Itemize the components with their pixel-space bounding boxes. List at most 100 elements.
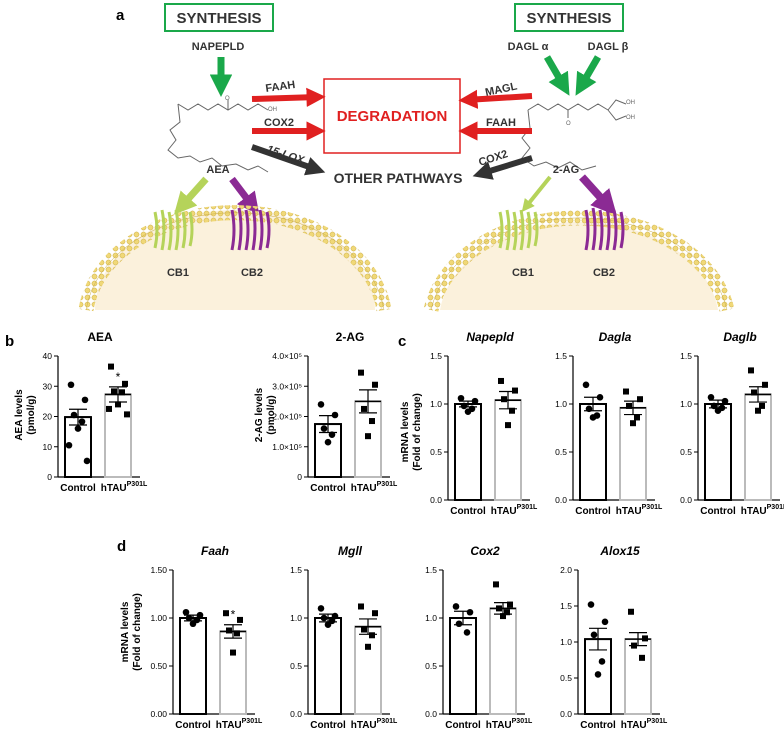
data-point xyxy=(369,418,375,425)
data-point xyxy=(466,608,474,616)
y-tick-label: 1.5 xyxy=(425,565,437,575)
aea-molecule xyxy=(167,100,269,173)
data-point xyxy=(106,405,112,412)
data-point xyxy=(596,393,604,401)
data-point xyxy=(108,363,114,370)
y-tick-label: 0 xyxy=(297,472,302,482)
data-point xyxy=(626,402,632,409)
degradation-label: DEGRADATION xyxy=(337,108,448,125)
data-point xyxy=(320,425,328,432)
significance-star: * xyxy=(231,608,236,622)
data-point xyxy=(182,608,190,616)
data-point xyxy=(226,627,232,634)
15lox-label: 15-LOX xyxy=(265,143,306,167)
y-tick-label: 1.0 xyxy=(555,399,567,409)
y-tick-label: 1.00 xyxy=(150,613,167,623)
data-point xyxy=(324,438,332,446)
data-point xyxy=(751,389,757,396)
data-point xyxy=(755,407,761,414)
data-point xyxy=(365,643,371,650)
dagl-alpha-arrow xyxy=(543,55,570,96)
data-point xyxy=(634,414,640,421)
data-point xyxy=(372,381,378,388)
15lox-arrow xyxy=(251,144,326,176)
data-point xyxy=(83,457,91,465)
data-point xyxy=(124,411,130,418)
synthesis-box-right xyxy=(514,3,624,32)
y-tick-label: 30 xyxy=(43,381,53,391)
y-tick-label: 2.0×10⁵ xyxy=(272,412,302,422)
y-tick-label: 0.0 xyxy=(555,495,567,505)
x-tick-label: hTAUP301L xyxy=(216,718,263,729)
data-point xyxy=(585,405,593,413)
data-point xyxy=(111,388,117,395)
x-tick-label-sup: P301L xyxy=(242,718,263,725)
x-tick-label: Control xyxy=(450,506,486,517)
y-tick-label: 10 xyxy=(43,442,53,452)
y-tick-label: 0.5 xyxy=(425,661,437,671)
y-tick-label: 0.0 xyxy=(680,495,692,505)
synthesis-label-right: SYNTHESIS xyxy=(526,10,611,27)
data-point xyxy=(587,601,595,608)
y-tick-label: 0.00 xyxy=(150,709,167,719)
dagl-beta-arrow xyxy=(575,55,602,96)
chart-2ag: 2-AG01.0×10⁵2.0×10⁵3.0×10⁵4.0×10⁵Control… xyxy=(272,330,398,494)
chart-title: Dagla xyxy=(599,330,632,344)
data-point xyxy=(471,397,479,405)
data-point xyxy=(361,626,367,633)
aea-label: AEA xyxy=(206,164,229,176)
y-tick-label: 0.5 xyxy=(290,661,302,671)
y-tick-label: 1.0 xyxy=(560,637,572,647)
data-point xyxy=(639,654,645,661)
chart-title: Daglb xyxy=(723,330,756,344)
panel-a-label: a xyxy=(116,7,125,24)
y-tick-label: 1.5 xyxy=(560,601,572,611)
bar xyxy=(704,403,732,501)
panel-b-label: b xyxy=(5,333,14,350)
panel-c-label: c xyxy=(398,333,406,350)
synthesis-label-left: SYNTHESIS xyxy=(176,10,261,27)
magl-arrow xyxy=(458,89,533,109)
y-tick-label: 0.0 xyxy=(560,709,572,719)
data-point xyxy=(493,581,499,588)
data-point xyxy=(631,642,637,649)
data-point xyxy=(642,635,648,642)
faah-label-right: FAAH xyxy=(486,117,516,129)
2ag-molecule-oh2: OH xyxy=(626,115,635,121)
y-tick-label: 1.5 xyxy=(290,565,302,575)
x-tick-label-main: hTAU xyxy=(351,483,377,494)
data-point xyxy=(196,611,204,619)
y-tick-label: 20 xyxy=(43,412,53,422)
x-tick-label-sup: P301L xyxy=(647,718,668,725)
cox2-label-left: COX2 xyxy=(264,117,294,129)
data-point xyxy=(369,632,375,639)
data-point xyxy=(721,397,729,405)
other-pathways-label: OTHER PATHWAYS xyxy=(334,170,463,186)
data-point xyxy=(122,380,128,387)
cell-left: CB1 CB2 xyxy=(78,205,392,312)
data-point xyxy=(372,610,378,617)
bar xyxy=(314,617,342,715)
x-tick-label: Control xyxy=(700,506,736,517)
x-tick-label: Control xyxy=(575,506,611,517)
data-point xyxy=(594,671,602,678)
synthesis-box-left xyxy=(164,3,274,32)
data-point xyxy=(623,388,629,395)
chart-title: Napepld xyxy=(466,330,514,344)
data-point xyxy=(365,433,371,440)
data-point xyxy=(452,603,460,610)
y-tick-label: 1.0 xyxy=(290,613,302,623)
faah-arrow-left xyxy=(251,87,326,107)
y-tick-label: 0 xyxy=(47,472,52,482)
data-point xyxy=(331,411,339,419)
x-tick-label-sup: P301L xyxy=(642,504,663,511)
data-point xyxy=(509,407,515,414)
mrna-ylabel-c: mRNA levels(Fold of change) xyxy=(400,393,423,471)
data-point xyxy=(328,431,336,438)
data-point xyxy=(324,621,332,629)
napepld-label: NAPEPLD xyxy=(192,41,245,53)
cb1-receptor-right xyxy=(498,209,539,251)
